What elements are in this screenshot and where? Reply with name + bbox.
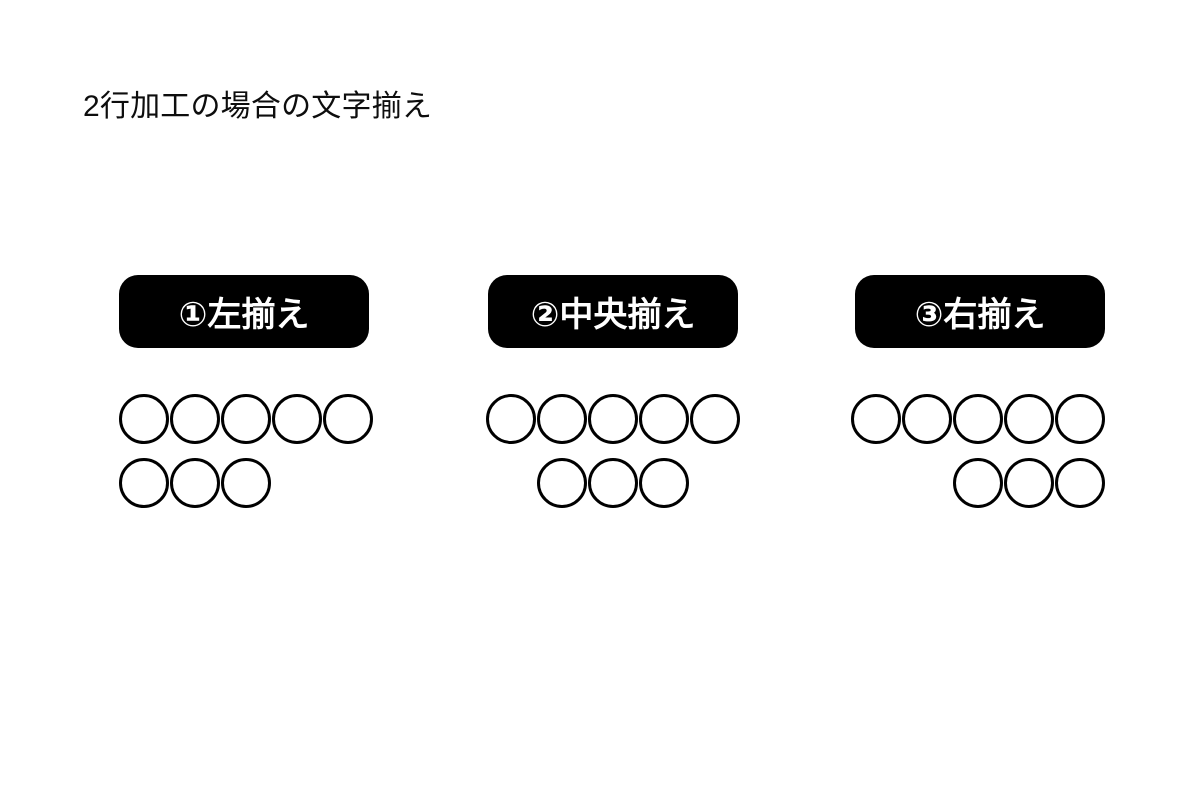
character-circle bbox=[323, 394, 373, 444]
character-circle bbox=[953, 394, 1003, 444]
circle-grid-right bbox=[851, 394, 1105, 522]
circle-row bbox=[851, 394, 1105, 458]
circle-grid-center bbox=[486, 394, 740, 522]
character-circle bbox=[221, 394, 271, 444]
badge-left-align[interactable]: ①左揃え bbox=[119, 275, 369, 348]
character-circle bbox=[1004, 458, 1054, 508]
circle-row bbox=[486, 394, 740, 458]
character-circle bbox=[486, 394, 536, 444]
alignment-column-right: ③右揃え bbox=[851, 275, 1105, 508]
character-circle bbox=[537, 458, 587, 508]
character-circle bbox=[902, 394, 952, 444]
alignment-column-left: ①左揃え bbox=[119, 275, 373, 508]
circle-row bbox=[119, 394, 373, 458]
character-circle bbox=[119, 458, 169, 508]
character-circle bbox=[170, 394, 220, 444]
character-circle bbox=[119, 394, 169, 444]
circle-row bbox=[119, 458, 369, 522]
character-circle bbox=[588, 458, 638, 508]
circle-row bbox=[488, 458, 738, 522]
character-circle bbox=[1004, 394, 1054, 444]
alignment-column-center: ②中央揃え bbox=[486, 275, 740, 508]
character-circle bbox=[272, 394, 322, 444]
character-circle bbox=[221, 458, 271, 508]
character-circle bbox=[1055, 394, 1105, 444]
character-circle bbox=[953, 458, 1003, 508]
badge-center-align[interactable]: ②中央揃え bbox=[488, 275, 738, 348]
character-circle bbox=[537, 394, 587, 444]
character-circle bbox=[170, 458, 220, 508]
badge-right-align[interactable]: ③右揃え bbox=[855, 275, 1105, 348]
character-circle bbox=[639, 394, 689, 444]
character-circle bbox=[1055, 458, 1105, 508]
circle-grid-left bbox=[119, 394, 373, 522]
character-circle bbox=[588, 394, 638, 444]
character-circle bbox=[639, 458, 689, 508]
circle-row bbox=[855, 458, 1105, 522]
page-title: 2行加工の場合の文字揃え bbox=[83, 90, 433, 123]
character-circle bbox=[851, 394, 901, 444]
character-circle bbox=[690, 394, 740, 444]
